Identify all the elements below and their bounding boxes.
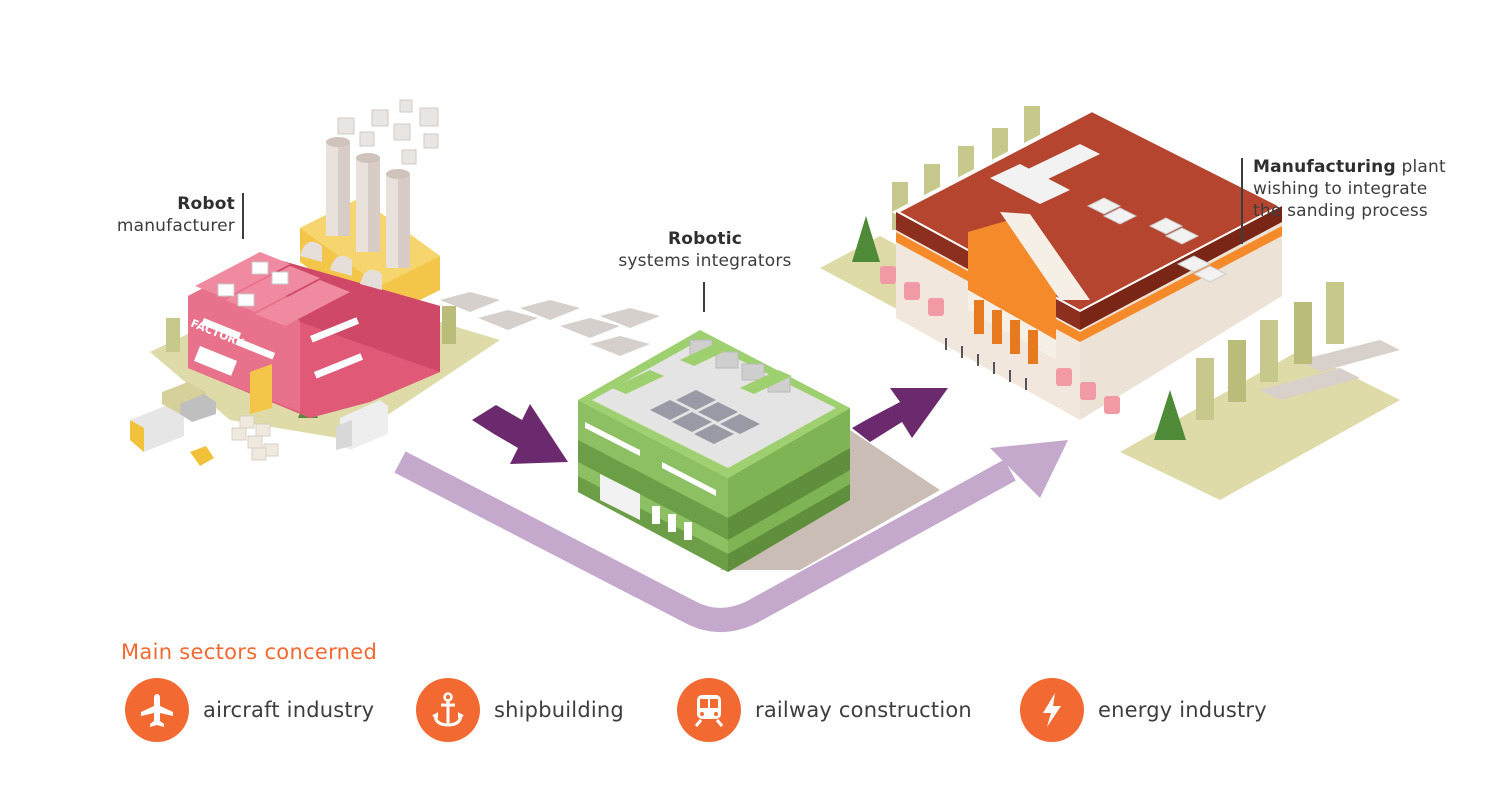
robot-manufacturer-factory: FACTORY	[150, 99, 660, 440]
manufacturing-plant	[820, 106, 1400, 500]
sector-shipbuilding-label: shipbuilding	[494, 698, 624, 722]
bypass-flow-arrow	[394, 440, 1068, 632]
lightning-icon	[1020, 678, 1084, 742]
plant-label-line2: wishing to integrate	[1253, 179, 1428, 199]
sector-railway: railway construction	[677, 677, 972, 743]
robot-manufacturer-leader-line	[242, 193, 244, 239]
train-icon	[677, 678, 741, 742]
integrators-label-rest: systems integrators	[618, 251, 792, 271]
plant-label-bold: Manufacturing	[1253, 157, 1396, 177]
flow-arrow-out-of-integrator	[852, 388, 948, 442]
plant-label-line3: the sanding process	[1253, 201, 1428, 221]
sectors-title: Main sectors concerned	[121, 640, 378, 664]
robot-manufacturer-label-rest: manufacturer	[116, 216, 235, 236]
integrators-label-bold: Robotic	[667, 229, 743, 249]
integrator-building	[578, 330, 940, 572]
sector-railway-label: railway construction	[755, 698, 972, 722]
sector-aircraft: aircraft industry	[125, 677, 374, 743]
plant-label-rest: plant	[1395, 157, 1446, 177]
factory-vehicles	[130, 382, 388, 466]
integrators-label: Robotic systems integrators	[590, 228, 820, 272]
sector-aircraft-label: aircraft industry	[203, 698, 375, 722]
plant-label: Manufacturing plant wishing to integrate…	[1253, 156, 1483, 222]
airplane-icon	[125, 678, 189, 742]
anchor-icon	[416, 678, 480, 742]
robot-manufacturer-label: Robot manufacturer	[60, 193, 235, 237]
robot-manufacturer-label-bold: Robot	[177, 194, 235, 214]
sector-shipbuilding: shipbuilding	[416, 677, 624, 743]
sector-energy: energy industry	[1020, 677, 1267, 743]
sector-energy-label: energy industry	[1098, 698, 1267, 722]
plant-leader-line	[1241, 158, 1243, 244]
integrators-leader-line	[703, 282, 705, 312]
flow-arrow-into-integrator	[472, 404, 568, 464]
